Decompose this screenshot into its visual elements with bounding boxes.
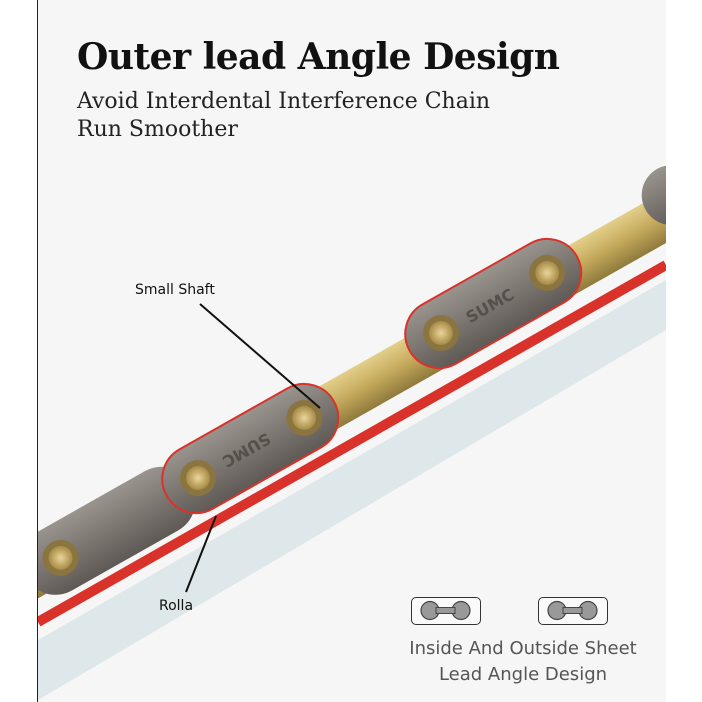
subtitle: Avoid Interdental Interference Chain Run… — [77, 88, 490, 144]
outer-link-3: SUMC — [404, 237, 583, 369]
outer-link-2: SUMC — [161, 382, 340, 514]
diagram-caption: Inside And Outside Sheet Lead Angle Desi… — [378, 636, 666, 688]
bike-chain-illustration: SUMC SUMC — [38, 163, 666, 700]
callout-small-shaft: Small Shaft — [135, 282, 215, 298]
outer-link-4 — [641, 165, 666, 226]
page-title: Outer lead Angle Design — [77, 36, 560, 78]
outer-link-1 — [38, 466, 196, 595]
subtitle-line-2: Run Smoother — [77, 117, 238, 142]
subtitle-line-1: Avoid Interdental Interference Chain — [77, 89, 491, 114]
product-feature-panel: Outer lead Angle Design Avoid Interdenta… — [37, 0, 666, 702]
caption-line-2: Lead Angle Design — [438, 664, 608, 685]
link-outline-icon — [538, 597, 608, 625]
link-outline-icon — [411, 597, 481, 625]
caption-line-1: Inside And Outside Sheet — [409, 638, 637, 659]
callout-rolla: Rolla — [159, 598, 194, 614]
